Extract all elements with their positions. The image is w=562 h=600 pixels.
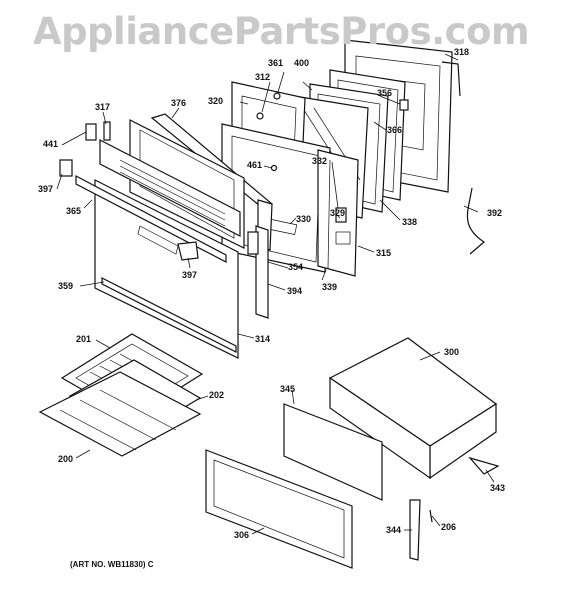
- callout-354: 354: [288, 262, 303, 272]
- callout-359: 359: [58, 281, 73, 291]
- drawer-front-panel: [205, 449, 353, 569]
- callout-397-lower: 397: [182, 270, 197, 280]
- watermark: AppliancePartsPros.com: [32, 10, 530, 53]
- callout-312: 312: [255, 72, 270, 82]
- callout-200: 200: [58, 454, 73, 464]
- callout-330: 330: [296, 214, 311, 224]
- callout-315: 315: [376, 248, 391, 258]
- door-hinge: [247, 225, 269, 319]
- callout-441: 441: [43, 139, 58, 149]
- callout-332: 332: [312, 156, 327, 166]
- drawer-hardware: [409, 456, 500, 561]
- art-number: (ART NO. WB11830) C: [70, 560, 154, 569]
- callout-201: 201: [76, 334, 91, 344]
- callout-343: 343: [490, 483, 505, 493]
- callout-306: 306: [234, 530, 249, 540]
- callout-202: 202: [209, 390, 224, 400]
- callout-361: 361: [268, 58, 283, 68]
- callout-366: 366: [387, 125, 402, 135]
- callout-206: 206: [441, 522, 456, 532]
- door-lock-cable: [466, 187, 485, 255]
- callout-339: 339: [322, 282, 337, 292]
- callout-329: 329: [330, 208, 345, 218]
- callout-318: 318: [454, 47, 469, 57]
- callout-365: 365: [66, 206, 81, 216]
- callout-397-upper: 397: [38, 184, 53, 194]
- drawer-side-panel: [283, 403, 383, 501]
- callout-labels: 318 361 400 312 320 356 317 376 366 441 …: [38, 47, 505, 540]
- oven-door-panel: [94, 179, 239, 359]
- callout-345: 345: [280, 384, 295, 394]
- leader-lines: [56, 53, 495, 535]
- storage-drawer: [328, 337, 498, 480]
- callout-356: 356: [377, 88, 392, 98]
- callout-344: 344: [386, 525, 401, 535]
- small-brackets: [59, 92, 409, 261]
- callout-314: 314: [255, 334, 270, 344]
- oven-rack: [38, 371, 202, 457]
- callout-376: 376: [171, 98, 186, 108]
- callout-338: 338: [402, 217, 417, 227]
- oven-front-vent: [99, 139, 241, 237]
- callout-394: 394: [287, 286, 302, 296]
- callout-392: 392: [487, 208, 502, 218]
- callout-320: 320: [208, 96, 223, 106]
- callout-300: 300: [444, 347, 459, 357]
- callout-400: 400: [294, 58, 309, 68]
- door-gasket: [441, 61, 461, 97]
- callout-461: 461: [247, 160, 262, 170]
- callout-317: 317: [95, 102, 110, 112]
- door-handle: [75, 175, 227, 263]
